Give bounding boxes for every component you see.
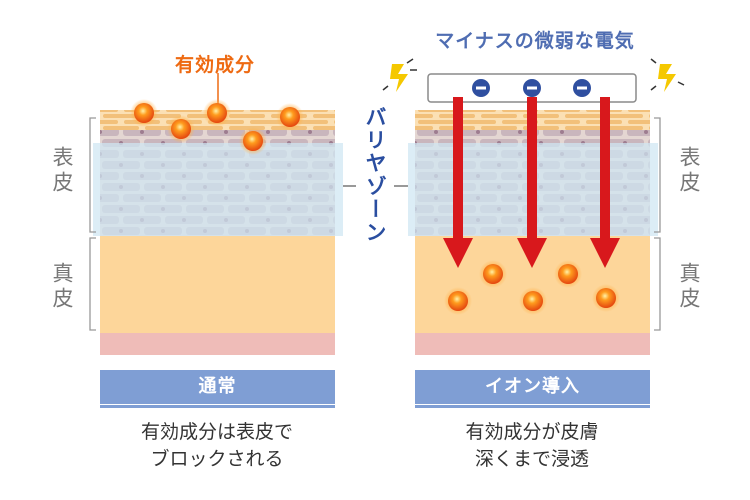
- dermis-label-right: 真皮: [677, 262, 701, 312]
- subcutis-layer: [100, 333, 335, 355]
- subcutis-layer: [415, 333, 650, 355]
- ingredient-particle: [558, 264, 578, 284]
- arrow-head: [443, 238, 473, 268]
- minus-sign: [577, 86, 587, 90]
- blocked-particles: [130, 99, 304, 155]
- barrier-zone: [93, 143, 343, 236]
- ingredient-particle: [207, 103, 227, 123]
- arrow-head: [590, 238, 620, 268]
- right-brackets: [654, 117, 661, 331]
- dermis-bracket: [89, 237, 96, 331]
- weak-current-label: マイナスの微弱な電気: [435, 30, 635, 52]
- iontophoresis-title-underline: [415, 405, 650, 408]
- dermis-label-left: 真皮: [50, 262, 74, 312]
- ingredient-particle: [243, 131, 263, 151]
- lightning-bolt-icon: [382, 58, 417, 92]
- iontophoresis-caption: 有効成分が皮膚 深くまで浸透: [402, 419, 662, 473]
- ingredient-particle: [483, 264, 503, 284]
- left-skin-panel: [93, 73, 343, 355]
- epidermis-label-left: 表皮: [50, 146, 74, 196]
- minus-sign: [476, 86, 486, 90]
- ions: [472, 79, 591, 97]
- normal-caption: 有効成分は表皮で ブロックされる: [87, 419, 347, 473]
- minus-sign: [527, 86, 537, 90]
- iontophoresis-caption-line2: 深くまで浸透: [474, 448, 589, 470]
- ingredient-particle: [448, 291, 468, 311]
- right-skin-panel: [382, 58, 685, 355]
- iontophoresis-caption-line1: 有効成分が皮膚: [465, 421, 599, 443]
- penetrated-particles: [444, 260, 620, 315]
- ingredient-particle: [134, 103, 154, 123]
- normal-caption-line2: ブロックされる: [150, 448, 284, 470]
- epidermis-bracket: [89, 117, 96, 233]
- epidermis-bracket: [654, 117, 661, 233]
- normal-title-underline: [100, 405, 335, 408]
- spark-line: [677, 81, 685, 86]
- spark-line: [650, 58, 657, 64]
- lightning-bolt-icon: [650, 58, 685, 92]
- ingredient-particle: [523, 291, 543, 311]
- spark-line: [382, 85, 389, 91]
- normal-title-bar: 通常: [100, 370, 335, 404]
- ingredient-particle: [171, 119, 191, 139]
- dermis-layer: [100, 236, 335, 333]
- ingredient-particle: [280, 107, 300, 127]
- normal-caption-line1: 有効成分は表皮で: [140, 421, 293, 443]
- left-brackets: [89, 117, 96, 331]
- active-ingredient-label: 有効成分: [174, 54, 255, 76]
- arrow-head: [517, 238, 547, 268]
- penetration-arrows: [443, 97, 620, 268]
- epidermis-label-right: 表皮: [677, 146, 701, 196]
- iontophoresis-title-bar: イオン導入: [415, 370, 650, 404]
- arrow-shaft: [527, 97, 537, 240]
- spark-line: [406, 58, 414, 64]
- spark-line: [650, 85, 657, 91]
- dermis-bracket: [654, 237, 661, 331]
- arrow-shaft: [600, 97, 610, 240]
- barrier-zone-label: バリヤゾーン: [363, 106, 387, 244]
- ingredient-particle: [596, 288, 616, 308]
- arrow-shaft: [453, 97, 463, 240]
